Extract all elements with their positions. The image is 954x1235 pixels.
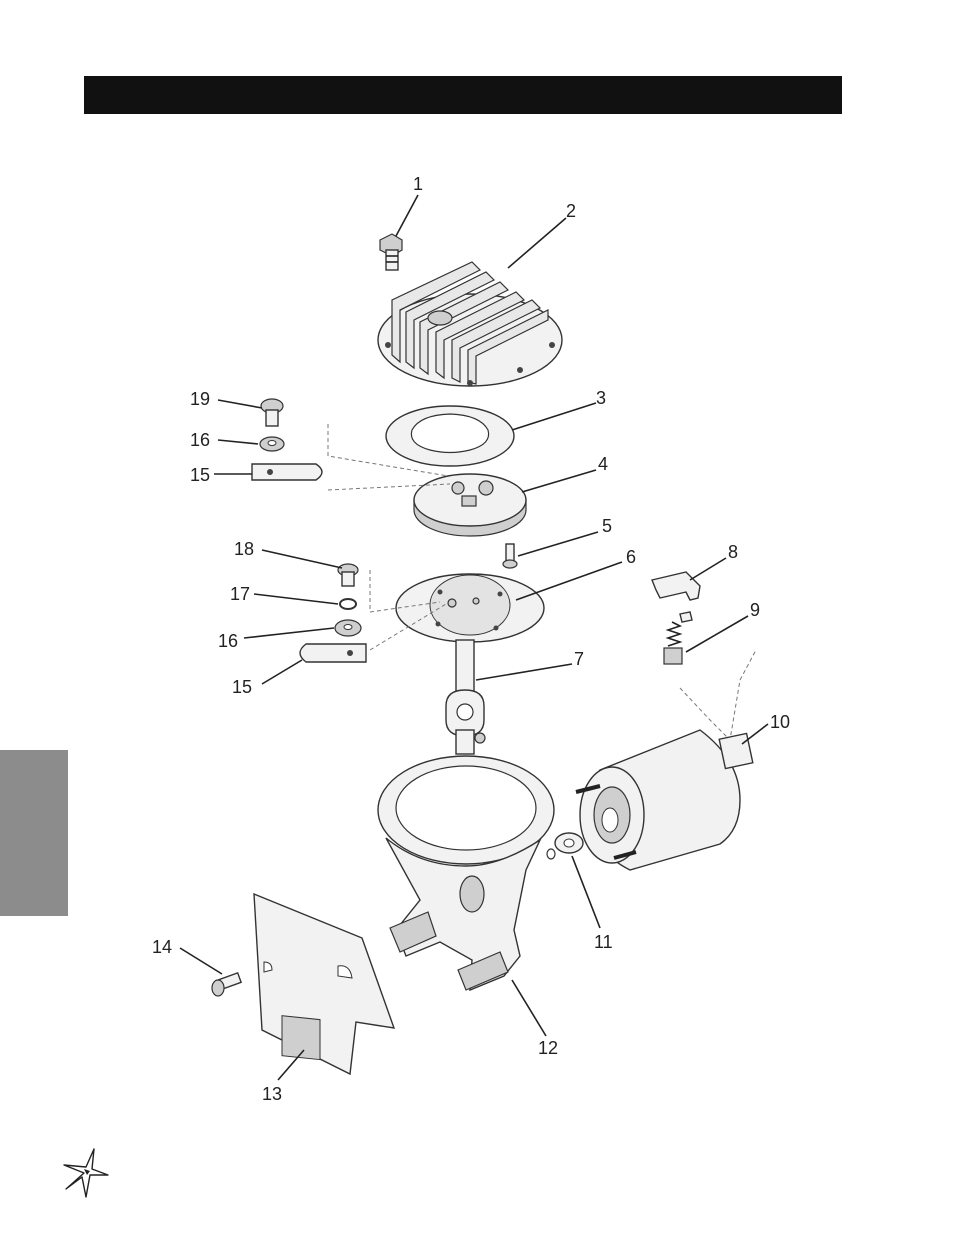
leader-17: [254, 594, 338, 604]
part-19-screw: [261, 399, 283, 426]
leader-6: [516, 562, 622, 600]
part-2-cylinder-head: [378, 262, 562, 386]
part-12-crankcase: [378, 756, 554, 990]
callout-4: 4: [598, 454, 608, 474]
part-17-lock-washer: [340, 599, 356, 609]
callout-12: 12: [538, 1038, 558, 1058]
leader-2: [508, 218, 566, 268]
callout-18: 18: [234, 539, 254, 559]
callout-15-upper: 15: [190, 465, 210, 485]
callout-2: 2: [566, 201, 576, 221]
callout-19: 19: [190, 389, 210, 409]
part-11-washer: [547, 833, 583, 859]
leader-9: [686, 616, 748, 652]
callout-16-upper: 16: [190, 430, 210, 450]
part-5-screw: [503, 544, 517, 568]
callout-14: 14: [152, 937, 172, 957]
part-4-valve-plate: [414, 474, 526, 536]
part-1-bolt: [380, 234, 402, 270]
leader-4: [522, 470, 596, 492]
callout-7: 7: [574, 649, 584, 669]
leader-16-upper: [218, 440, 258, 444]
leader-3: [512, 403, 596, 430]
leader-15-lower: [262, 660, 302, 684]
leader-5: [518, 532, 598, 556]
assembly-line-9: [680, 650, 756, 740]
part-14-screw: [212, 973, 241, 996]
part-16-washer-lower: [335, 620, 361, 636]
part-9-carbon-brush: [664, 612, 692, 664]
callout-13: 13: [262, 1084, 282, 1104]
leader-8: [690, 558, 726, 580]
callout-10: 10: [770, 712, 790, 732]
callout-3: 3: [596, 388, 606, 408]
part-13-cover: [254, 894, 394, 1074]
leader-12: [512, 980, 546, 1036]
part-6-diaphragm: [396, 574, 544, 642]
callout-17: 17: [230, 584, 250, 604]
callout-1: 1: [413, 174, 423, 194]
callout-5: 5: [602, 516, 612, 536]
part-7-connecting-rod: [446, 640, 485, 754]
callout-9: 9: [750, 600, 760, 620]
callout-8: 8: [728, 542, 738, 562]
leader-18: [262, 550, 342, 568]
leader-1: [396, 195, 418, 236]
part-15-valve-reed-upper: [252, 464, 322, 480]
part-10-motor: [576, 730, 753, 870]
part-8-brush-clip: [652, 572, 700, 600]
callout-15-lower: 15: [232, 677, 252, 697]
leader-16-lower: [244, 628, 334, 638]
leader-14: [180, 948, 222, 974]
leader-7: [476, 664, 572, 680]
part-16-washer-upper: [260, 437, 284, 451]
leader-11: [572, 856, 600, 928]
callout-11: 11: [594, 932, 613, 952]
star-burst-logo-icon: [60, 1145, 112, 1201]
callout-16-lower: 16: [218, 631, 238, 651]
part-15-valve-reed-lower: [300, 644, 366, 662]
callout-6: 6: [626, 547, 636, 567]
leader-19: [218, 400, 262, 408]
part-3-gasket: [386, 406, 514, 466]
